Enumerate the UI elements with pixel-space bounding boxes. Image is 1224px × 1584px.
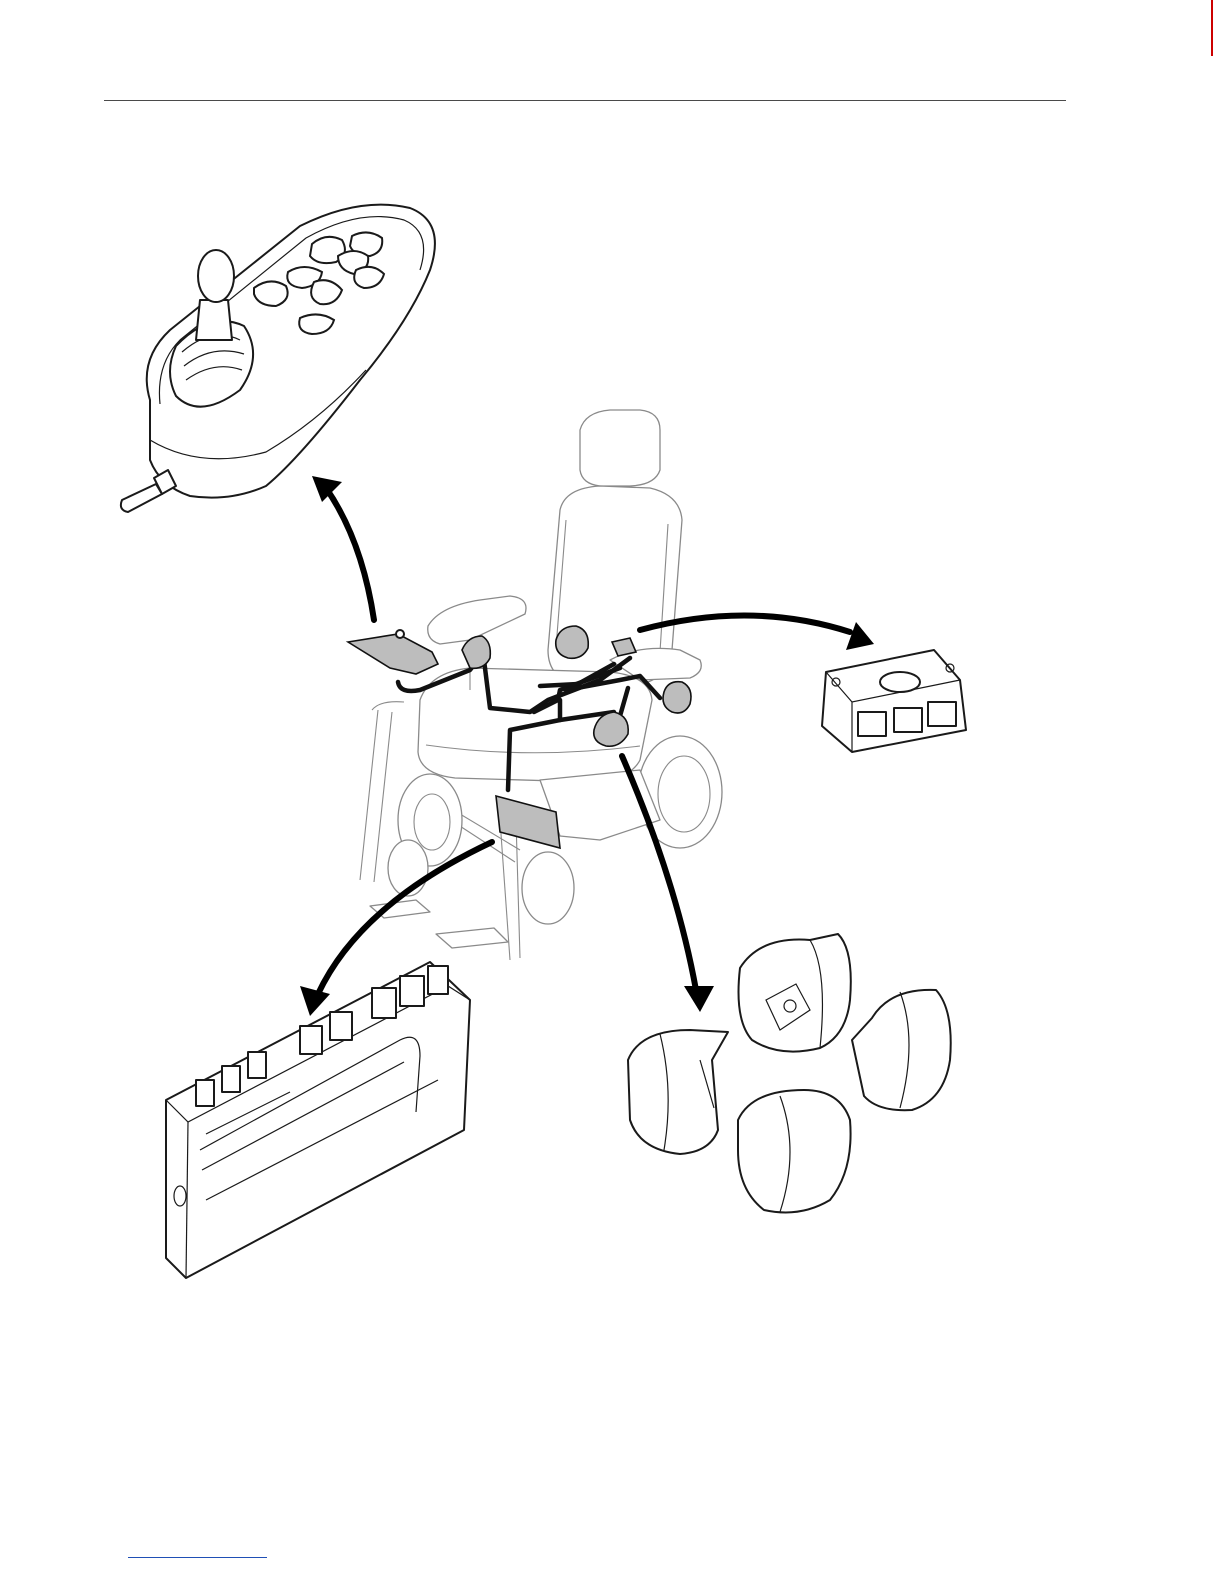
joystick-mount-knob — [396, 630, 404, 638]
seat-switch-highlight-2 — [663, 682, 691, 713]
seat-switch-highlight-1 — [556, 626, 589, 658]
joystick-remote-icon — [121, 205, 435, 512]
switch-cover-icon — [628, 934, 951, 1212]
arrow-to-joystick — [312, 476, 374, 620]
arrow-to-actuator-module — [640, 615, 874, 650]
module-box-icon — [822, 650, 966, 752]
joystick-mount-highlight — [348, 634, 438, 674]
power-module-icon — [166, 962, 470, 1278]
